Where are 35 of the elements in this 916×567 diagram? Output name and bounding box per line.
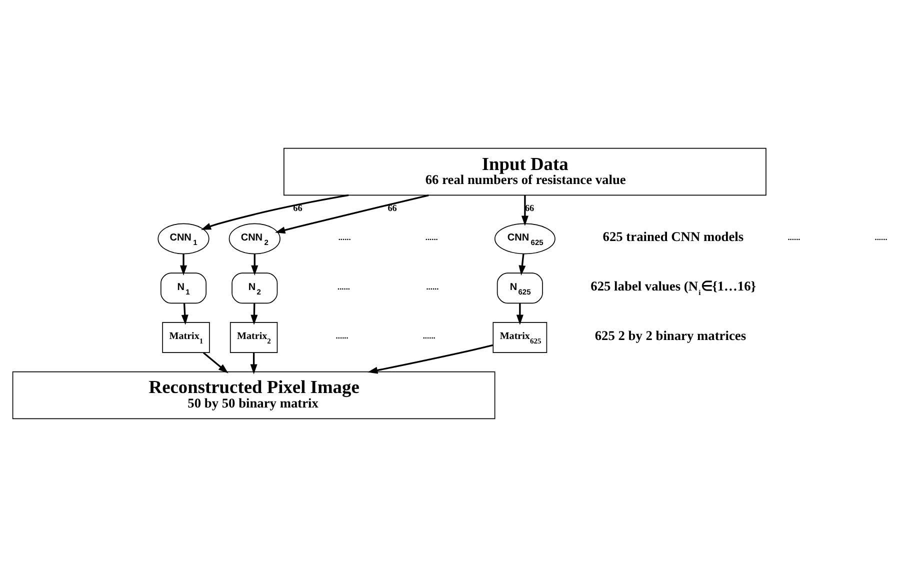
node-ellipse: CNN$_{2}$ (228, 223, 280, 254)
node-box: Input Data 66 real numbers of resistance value (284, 148, 766, 196)
node-box: Matrix$_{625}$ (492, 322, 548, 353)
arrow (275, 194, 429, 234)
label: ...... (788, 232, 800, 242)
label: ...... (338, 232, 351, 242)
label: 625 trained CNN models (602, 229, 744, 244)
label: ...... (425, 232, 438, 242)
label: ...... (336, 332, 348, 341)
arrow (250, 303, 258, 325)
arrow (516, 303, 524, 325)
node-box: Matrix$_{2}$ (230, 322, 278, 353)
arrow (202, 352, 228, 374)
arrow (518, 254, 526, 276)
arrow (251, 254, 258, 276)
arrow (181, 303, 188, 325)
node-ellipse: CNN$_{625}$ (494, 223, 556, 254)
label: ...... (874, 232, 888, 242)
arrow (368, 344, 494, 374)
arrow (200, 194, 349, 230)
arrow (521, 195, 528, 226)
node-box: N$_{625}$ (496, 272, 543, 304)
node-box: Reconstructed Pixel Image 50 by 50 binary matrix (12, 371, 496, 420)
node-ellipse: CNN$_{1}$ (158, 223, 210, 254)
arrow (250, 352, 258, 374)
node-box: Matrix$_{1}$ (162, 322, 210, 353)
label: ...... (337, 282, 350, 292)
node-box: N$_{2}$ (232, 272, 278, 304)
label: ...... (422, 332, 436, 341)
label: ...... (426, 282, 439, 292)
edge-label: 66 (388, 202, 397, 213)
arrow (180, 254, 188, 276)
label: 625 label values (N$_{i}$∈{1…16} (590, 278, 756, 297)
node-box: N$_{1}$ (160, 272, 207, 304)
label: 625 2 by 2 binary matrices (594, 328, 746, 343)
